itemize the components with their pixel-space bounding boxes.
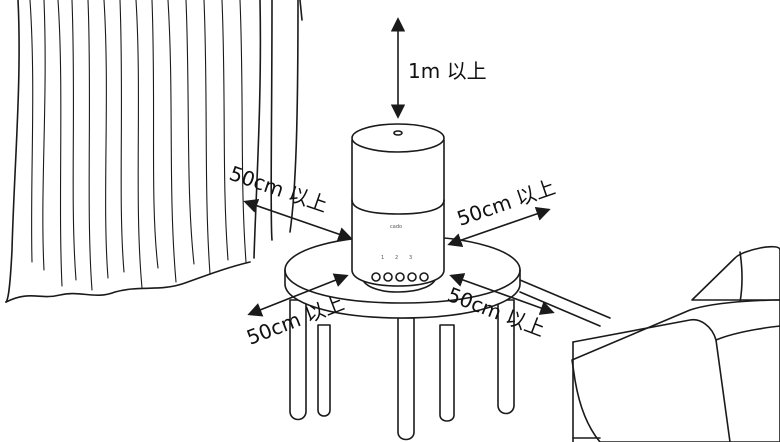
label-upper-right-clearance: 50cm 以上 <box>454 175 559 231</box>
clearance-arrows <box>243 17 555 317</box>
device-brand-text: cado <box>390 224 402 230</box>
humidifier: cado 1 2 3 <box>351 123 445 293</box>
control-button-5[interactable] <box>419 272 429 282</box>
label-top-clearance: 1m 以上 <box>408 59 487 83</box>
button-mark-2: 2 <box>395 255 398 261</box>
button-mark-1: 1 <box>381 255 384 261</box>
control-button-3[interactable] <box>395 272 405 282</box>
arrow-upper-right <box>447 206 551 248</box>
sofa <box>571 245 780 442</box>
side-table <box>284 235 611 441</box>
control-button-2[interactable] <box>383 272 393 282</box>
button-mark-3: 3 <box>409 255 412 261</box>
control-button-4[interactable] <box>407 272 417 282</box>
control-button-1[interactable] <box>371 272 381 282</box>
label-upper-left-clearance: 50cm 以上 <box>226 161 331 217</box>
arrow-lower-right <box>449 273 555 315</box>
arrow-upper-left <box>243 198 353 242</box>
arrow-lower-left <box>247 273 349 317</box>
curtain <box>5 0 303 303</box>
